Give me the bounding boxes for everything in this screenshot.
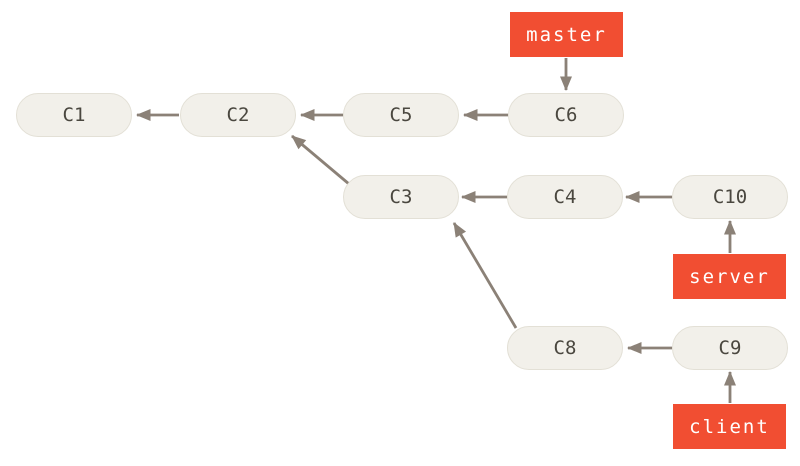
- commit-node-c1: C1: [16, 93, 132, 137]
- commit-node-c10: C10: [672, 175, 788, 219]
- commit-node-c4: C4: [507, 175, 623, 219]
- commit-node-c8: C8: [507, 326, 623, 370]
- commit-node-c3: C3: [343, 175, 459, 219]
- edge-c3-c2: [291, 134, 350, 186]
- commit-node-c2: C2: [180, 93, 296, 137]
- branch-label-master: master: [510, 12, 623, 57]
- commit-node-c5: C5: [343, 93, 459, 137]
- branch-label-server: server: [673, 254, 786, 299]
- branch-label-client: client: [673, 404, 786, 449]
- commit-node-c9: C9: [672, 326, 788, 370]
- commit-node-c6: C6: [508, 93, 624, 137]
- edge-c8-c3: [452, 222, 518, 329]
